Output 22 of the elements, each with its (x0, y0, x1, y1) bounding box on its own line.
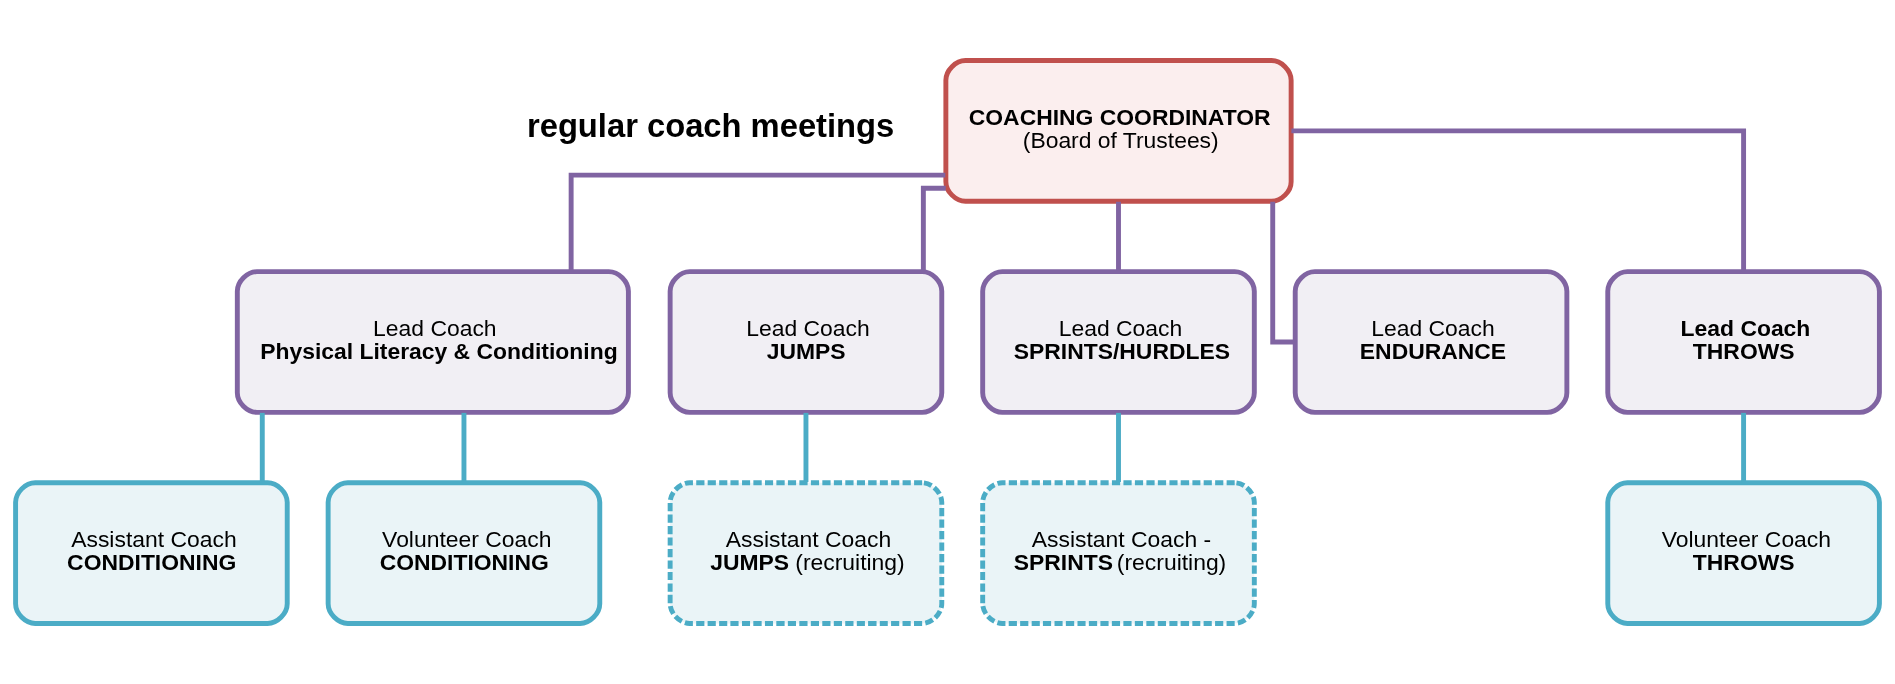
connector (920, 185, 946, 272)
connector (1116, 412, 1121, 483)
label: regular coach meetings (526, 107, 895, 145)
connector (568, 172, 946, 272)
node-box: Assistant Coach JUMPS (recruiting) (667, 480, 945, 626)
node-box: Assistant Coach - SPRINTS (recruiting) (980, 480, 1257, 626)
node-box: COACHING COORDINATOR (Board of Trustees) (943, 58, 1294, 204)
connector (259, 412, 265, 483)
node-box: Lead Coach JUMPS (667, 269, 945, 415)
connector (1741, 412, 1747, 483)
connector (1270, 201, 1295, 345)
node-box: Volunteer Coach CONDITIONING (325, 480, 603, 626)
node-box: Lead Coach THROWS (1605, 269, 1882, 415)
node-box: Lead Coach SPRINTS/HURDLES (980, 269, 1257, 415)
connector (803, 412, 809, 483)
connector (461, 412, 467, 483)
node-box: Lead Coach ENDURANCE (1292, 269, 1570, 415)
connector (1116, 201, 1121, 271)
node-box: Lead Coach Physical Literacy & Conditioning (234, 269, 631, 415)
node-box: Assistant Coach CONDITIONING (13, 480, 290, 626)
connector (1291, 128, 1747, 272)
node-box: Volunteer Coach THROWS (1605, 480, 1882, 626)
